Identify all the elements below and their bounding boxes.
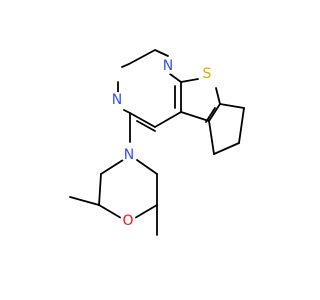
oxygen-atom-morpholine: O xyxy=(120,213,136,229)
bond xyxy=(98,204,122,219)
atom-label: N xyxy=(163,58,173,74)
bond xyxy=(213,142,240,155)
bond xyxy=(100,159,124,175)
bond xyxy=(238,107,245,144)
sulfur-atom: S xyxy=(199,66,215,82)
nitrogen-atom-morpholine: N xyxy=(121,147,137,163)
bond xyxy=(208,120,215,155)
atom-label: S xyxy=(203,66,212,82)
bond xyxy=(129,112,156,128)
bond xyxy=(128,49,156,65)
atom-label: N xyxy=(112,92,122,108)
bond xyxy=(215,87,221,105)
bond xyxy=(180,78,199,83)
nitrogen-atom-upper: N xyxy=(160,58,176,74)
atom-label: N xyxy=(124,147,134,163)
bond xyxy=(154,49,169,57)
bond xyxy=(69,196,100,206)
bonds-layer xyxy=(69,49,245,236)
bond xyxy=(136,159,158,175)
atom-label: O xyxy=(122,213,133,229)
bond xyxy=(98,173,102,206)
bond xyxy=(208,103,221,122)
nitrogen-atom-lower: N xyxy=(109,92,125,108)
molecule-structure: N N S N O xyxy=(69,49,245,236)
bond xyxy=(121,63,130,68)
bond xyxy=(169,73,182,83)
bond xyxy=(123,109,131,114)
bond xyxy=(134,204,158,219)
bond xyxy=(154,111,182,128)
bond xyxy=(180,111,210,122)
bond xyxy=(219,103,245,109)
bond xyxy=(136,120,156,132)
atoms-layer: N N S N O xyxy=(109,58,215,229)
